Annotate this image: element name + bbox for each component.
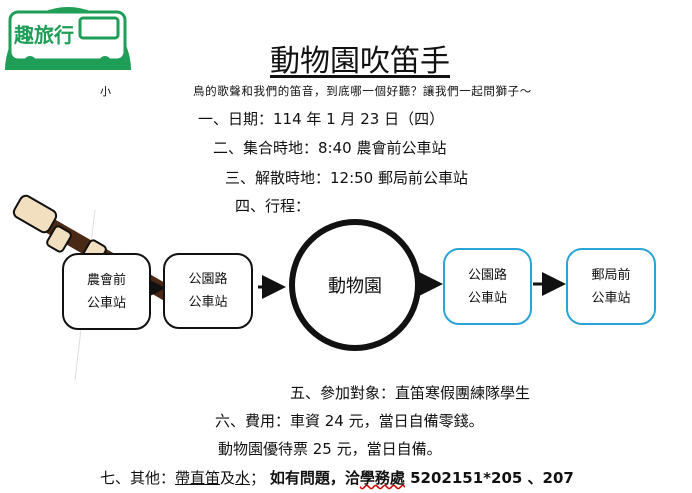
ticket-line: 動物園優待票 25 元，當日自備。	[218, 440, 442, 458]
zoo-circle: 動物園	[289, 219, 421, 351]
other-prefix: 七、其他：	[100, 469, 176, 487]
stop-park-road: 公園路 公車站	[163, 253, 253, 329]
other-sep: ；	[250, 469, 270, 487]
logo-text: 趣旅行	[13, 23, 74, 47]
stop-label-line1: 郵局前	[591, 267, 631, 283]
itinerary-heading: 四、行程：	[235, 197, 311, 215]
meeting-line: 二、集合時地：8:40 農會前公車站	[213, 139, 447, 157]
bring-water: 水	[235, 469, 251, 487]
stop-label-line1: 公園路	[467, 267, 507, 283]
stop-label-line2: 公車站	[86, 295, 126, 311]
contact-numbers: 5202151*205 、207	[404, 469, 574, 487]
logo: 趣旅行	[5, 7, 131, 70]
date-line: 一、日期：114 年 1 月 23 日（四）	[198, 110, 445, 128]
bring-recorder: 帶直笛	[175, 469, 221, 487]
stop-label-line1: 農會前	[86, 272, 126, 288]
dismissal-line: 三、解散時地：12:50 郵局前公車站	[225, 169, 468, 187]
other-line: 七、其他：帶直笛及水； 如有問題，洽學務處 5202151*205 、207	[100, 467, 574, 488]
fee-line: 六、費用：車資 24 元，當日自備零錢。	[215, 412, 484, 430]
other-mid: 及	[220, 469, 236, 487]
intro-text: 鳥的歌聲和我們的笛音，到底哪一個好聽？讓我們一起問獅子～	[193, 84, 532, 98]
stop-park-road-return: 公園路 公車站	[443, 248, 532, 325]
stop-label-line1: 公園路	[188, 272, 228, 287]
stop-post-office: 郵局前 公車站	[566, 248, 656, 325]
contact-office: 學務處	[359, 469, 405, 487]
page-title: 動物園吹笛手	[270, 44, 450, 79]
intro-prefix: 小	[100, 85, 111, 98]
stop-label-line2: 公車站	[467, 290, 507, 306]
stop-label-line2: 公車站	[188, 295, 228, 310]
stop-label-line2: 公車站	[591, 290, 631, 306]
participants-line: 五、參加對象：直笛寒假團練隊學生	[290, 384, 531, 402]
stop-farmers-association: 農會前 公車站	[62, 253, 151, 330]
contact-label: 如有問題，洽	[269, 469, 360, 487]
